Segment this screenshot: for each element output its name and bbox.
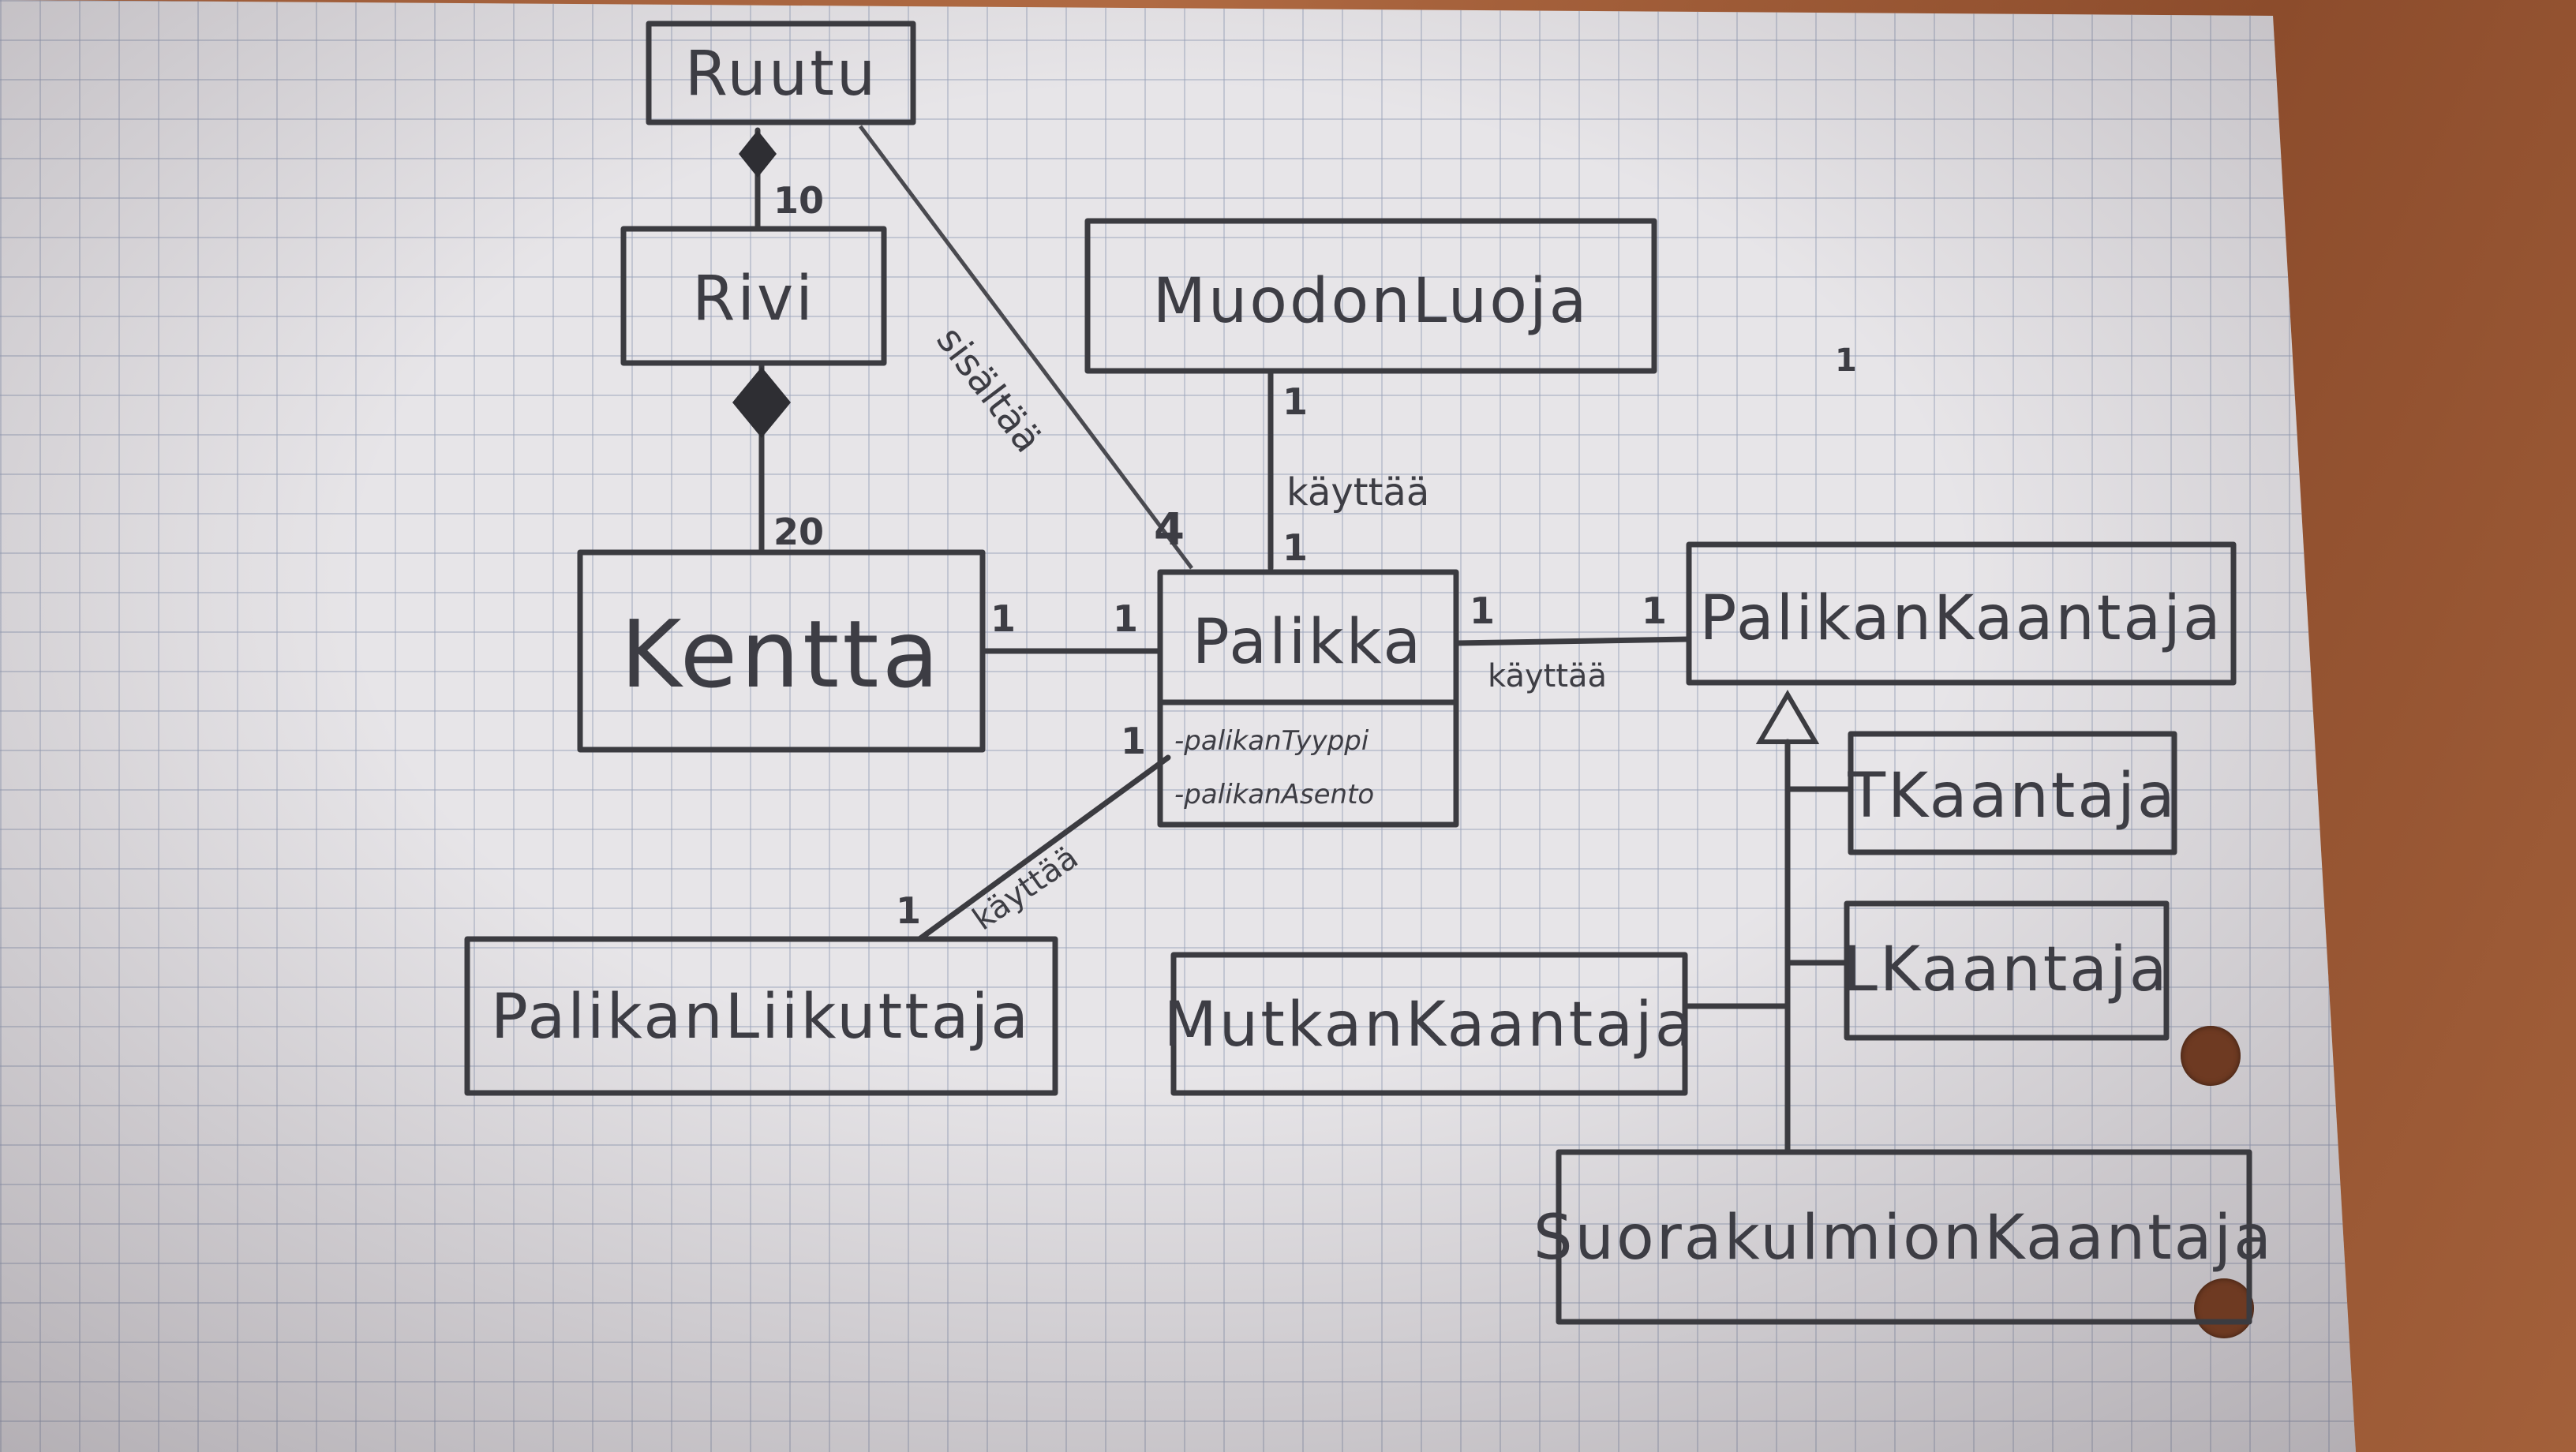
association-line-palikka-liikuttaja <box>916 754 1171 942</box>
association-line-palikka-kaantaja <box>1453 636 1692 646</box>
multiplicity-palikka-top: 1 <box>1282 526 1308 569</box>
class-box-lkaantaja <box>1844 900 2170 1041</box>
multiplicity-liikuttaja-top: 1 <box>896 889 921 932</box>
class-name-muodonluoja: MuodonLuoja <box>1153 266 1589 337</box>
association-label-kayttaa-kaantaja: käyttää <box>1488 658 1607 694</box>
multiplicity-ruutu-rivi: 10 <box>773 179 824 222</box>
class-name-ruutu: Ruutu <box>685 39 878 110</box>
class-box-rivi <box>620 226 887 366</box>
attribute-palikan-asento: -palikanAsento <box>1174 779 1374 810</box>
class-name-mutkankaantaja: MutkanKaantaja <box>1163 990 1694 1061</box>
class-name-palikanliikuttaja: PalikanLiikuttaja <box>491 982 1031 1053</box>
multiplicity-palikka-left: 1 <box>1113 597 1138 640</box>
class-box-palikanliikuttaja <box>464 936 1058 1096</box>
class-box-mutkankaantaja <box>1170 952 1688 1096</box>
class-name-palikankaantaja: PalikanKaantaja <box>1699 583 2222 654</box>
class-box-muodonluoja <box>1084 218 1657 374</box>
attribute-palikan-tyyppi: -palikanTyyppi <box>1174 725 1369 757</box>
class-box-tkaantaja <box>1848 731 2177 855</box>
multiplicity-sisaltaa-palikka: 4 <box>1154 504 1185 556</box>
composition-diamond-ruutu <box>739 130 777 178</box>
class-box-kentta <box>577 549 986 753</box>
composition-diamond-rivi <box>732 367 791 438</box>
inheritance-triangle <box>1755 690 1820 744</box>
class-name-suorakulmionkaantaja: SuorakulmionKaantaja <box>1533 1203 2274 1274</box>
multiplicity-stray: 1 <box>1835 342 1857 379</box>
class-box-palikankaantaja <box>1686 541 2237 686</box>
class-name-rivi: Rivi <box>692 264 815 335</box>
multiplicity-palikka-bottom: 1 <box>1121 720 1146 762</box>
class-name-kentta: Kentta <box>620 600 942 709</box>
binder-hole-upper <box>2181 1026 2241 1086</box>
association-label-kayttaa-muodonluoja: käyttää <box>1286 470 1429 515</box>
binder-hole-lower <box>2194 1278 2254 1338</box>
association-line-ruutu-palikka <box>859 125 1193 570</box>
multiplicity-kentta-side: 1 <box>990 597 1016 640</box>
multiplicity-muodon-bottom: 1 <box>1282 380 1308 423</box>
class-box-ruutu <box>646 21 916 125</box>
association-label-sisaltaa: sisältää <box>927 319 1050 461</box>
multiplicity-kaantaja-left: 1 <box>1642 589 1667 632</box>
class-name-lkaantaja: LKaantaja <box>1843 934 2169 1005</box>
class-name-palikka: Palikka <box>1193 607 1423 678</box>
class-box-suorakulmionkaantaja <box>1556 1149 2252 1325</box>
multiplicity-rivi-kentta: 20 <box>773 511 824 553</box>
class-box-palikka <box>1157 569 1459 828</box>
class-name-tkaantaja: TKaantaja <box>1847 761 2177 832</box>
multiplicity-palikka-right: 1 <box>1470 589 1495 632</box>
